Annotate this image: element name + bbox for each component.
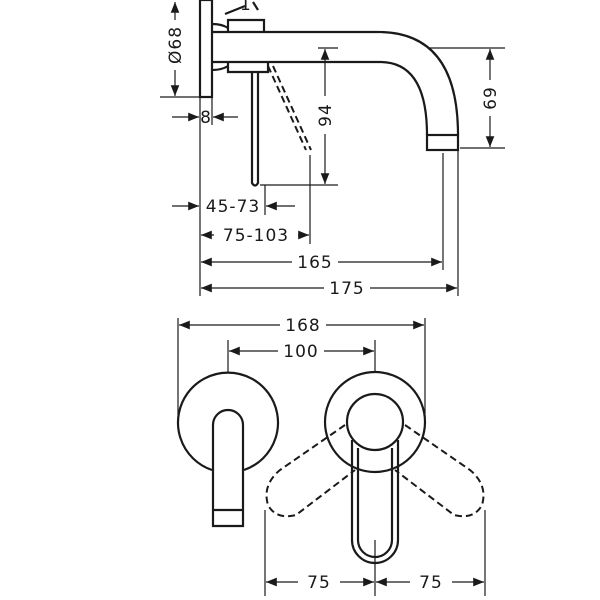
dim-lever-swing-right: 75: [419, 573, 443, 593]
lever-swing-right: [394, 424, 485, 518]
dim-plate-thickness: 8: [200, 108, 212, 128]
dim-spout-length: 165: [297, 253, 332, 273]
dim-diameter: Ø68: [166, 26, 186, 64]
front-view: 168 100 75 75: [176, 314, 486, 596]
dim-lever-swing-left: 75: [307, 573, 331, 593]
spout-front: [211, 408, 245, 528]
mixer-knob: [345, 392, 405, 452]
lever-side: [250, 72, 260, 187]
dim-spout-drop: 69: [481, 86, 501, 110]
dim-total-projection: 175: [329, 279, 364, 299]
wall-plate: [198, 0, 214, 99]
spout-top-edge: [212, 30, 460, 136]
dim-lever-tip-range: 75-103: [223, 226, 289, 246]
lever-front-inner: [356, 448, 394, 559]
callout-label: 1: [240, 0, 252, 15]
spout-outlet: [425, 133, 460, 152]
dim-center-distance: 100: [283, 342, 318, 362]
lever-swing-dashed: [267, 65, 312, 151]
lever-front: [350, 440, 400, 565]
callout-leader: [224, 1, 259, 16]
side-view: 1 Ø68 8 94 69 45-73 75-103 165: [160, 0, 505, 299]
dim-outlet-height: 94: [316, 103, 336, 127]
cap-top: [211, 18, 266, 32]
dim-lever-range: 45-73: [206, 197, 260, 217]
lever-swing-left: [265, 424, 356, 518]
mixer-rosette: [323, 370, 427, 474]
dim-overall-width: 168: [285, 316, 320, 336]
spout-bottom-edge: [212, 60, 429, 136]
spout-rosette: [176, 371, 280, 472]
cap-bottom: [211, 62, 270, 74]
